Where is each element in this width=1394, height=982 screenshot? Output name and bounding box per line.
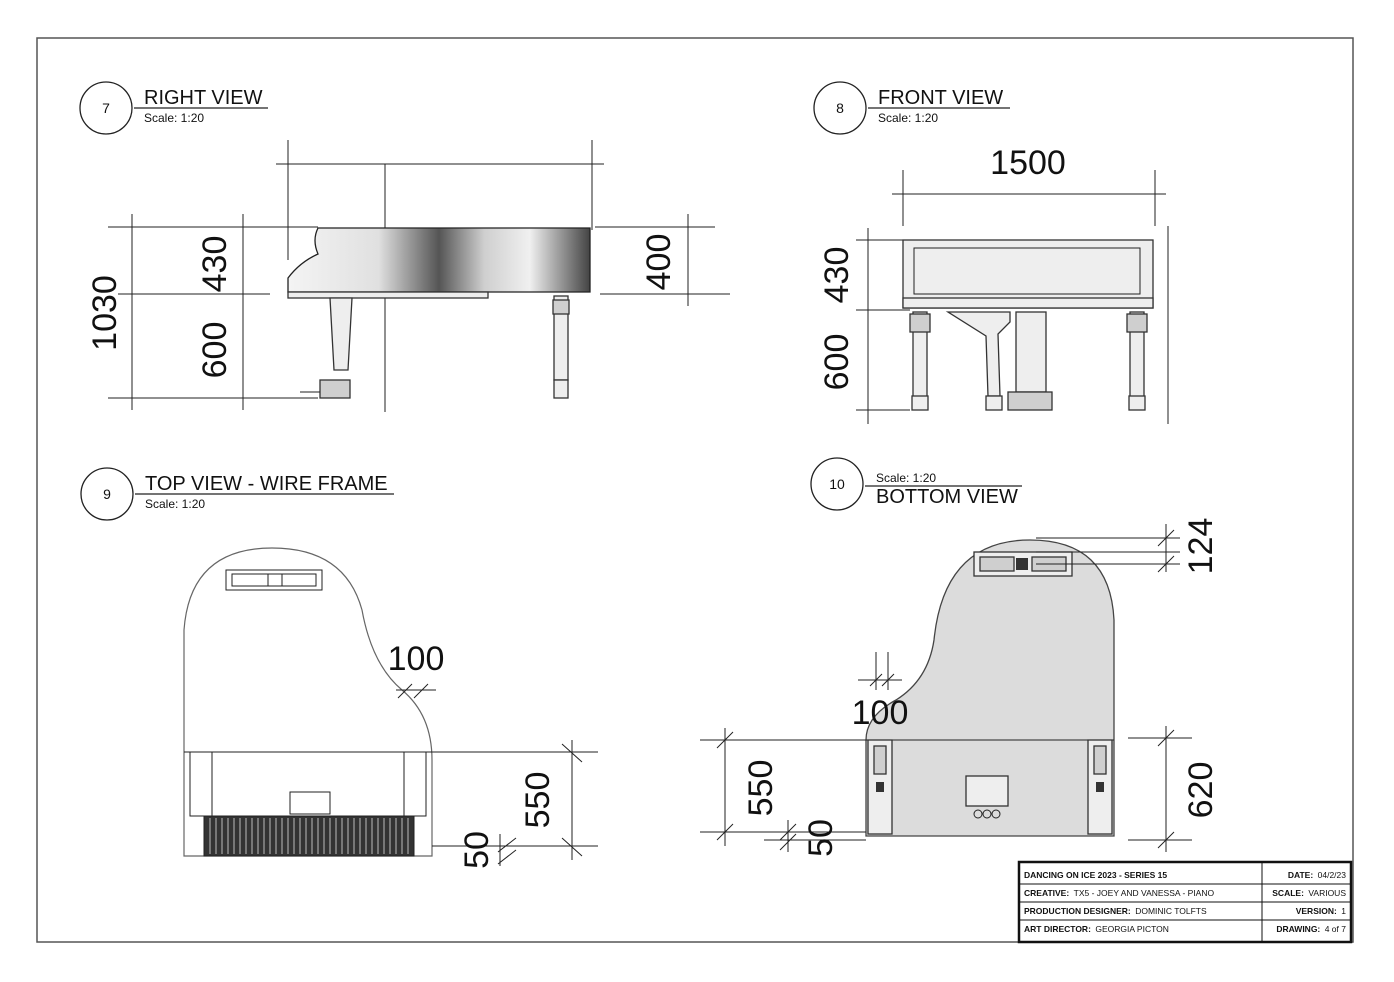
version-label: VERSION: [1296,906,1337,916]
dim-430: 430 [818,247,856,304]
view-number-circle [80,467,134,521]
scale-label: SCALE: [1272,888,1304,898]
view-scale: Scale: 1:20 [145,497,205,511]
view-title: RIGHT VIEW [144,87,263,109]
view-title: BOTTOM VIEW [876,486,1018,508]
view-number-circle [810,457,864,511]
piano-keyboard [203,815,415,857]
piano-front-leg [329,297,353,371]
scale-value: VARIOUS [1308,888,1346,898]
view-scale: Scale: 1:20 [144,111,204,125]
art-director-label: ART DIRECTOR: [1024,924,1091,934]
view-number: 7 [102,100,110,116]
view-number: 10 [829,476,845,492]
dim-400: 400 [640,234,678,291]
title-block: DANCING ON ICE 2023 - SERIES 15 CREATIVE… [1017,860,1353,944]
dim-550: 550 [742,760,780,817]
piano-body-front [902,239,1154,309]
svg-text:SCALE: VARIOUS: SCALE: VARIOUS [1272,883,1346,900]
dim-100: 100 [388,640,445,678]
view-number-circle [79,81,133,135]
view-scale: Scale: 1:20 [878,111,938,125]
piano-pedal-lyre [1007,391,1053,411]
right-view: 7 RIGHT VIEW Scale: 1:20 1030 430 600 40… [79,81,730,412]
dim-1500: 1500 [990,144,1066,182]
creative-value: TX5 - JOEY AND VANESSA - PIANO [1074,888,1215,898]
svg-text:DATE: 04/2/23: DATE: 04/2/23 [1288,865,1346,882]
view-number: 9 [103,486,111,502]
dim-620: 620 [1182,762,1220,819]
bottom-view: 10 Scale: 1:20 BOTTOM VIEW 124 100 [700,457,1220,857]
date-value: 04/2/23 [1318,870,1347,880]
dim-600: 600 [818,334,856,391]
piano-outline-bottom [865,539,1115,837]
dim-430: 430 [196,236,234,293]
drawing-value: 4 of 7 [1325,924,1347,934]
view-number-circle [813,81,867,135]
view-scale: Scale: 1:20 [876,471,936,485]
version-value: 1 [1341,906,1346,916]
view-number: 8 [836,100,844,116]
svg-text:PRODUCTION DESIGNER: DOMINIC T: PRODUCTION DESIGNER: DOMINIC TOLFTS [1024,901,1207,918]
dim-600: 600 [196,322,234,379]
view-title: TOP VIEW - WIRE FRAME [145,473,388,495]
dim-1030: 1030 [86,275,124,351]
piano-pedal-bottom [965,775,1009,807]
view-title: FRONT VIEW [878,87,1003,109]
front-view: 8 FRONT VIEW Scale: 1:20 1500 430 600 [813,81,1169,424]
art-director-value: GEORGIA PICTON [1095,924,1169,934]
drawing-label: DRAWING: [1276,924,1320,934]
project-name: DANCING ON ICE 2023 - SERIES 15 [1024,870,1167,880]
top-view: 9 TOP VIEW - WIRE FRAME Scale: 1:20 100 … [80,467,598,869]
date-label: DATE: [1288,870,1314,880]
dim-50: 50 [458,831,496,869]
sheet-border [36,37,1354,943]
piano-body-side [287,227,591,293]
dim-50: 50 [802,819,840,857]
creative-label: CREATIVE: [1024,888,1069,898]
svg-text:VERSION: 1: VERSION: 1 [1296,901,1347,918]
dim-550: 550 [519,772,557,829]
svg-text:DRAWING: 4 of 7: DRAWING: 4 of 7 [1276,919,1346,936]
svg-text:ART DIRECTOR: GEORGIA PICTON: ART DIRECTOR: GEORGIA PICTON [1024,919,1169,936]
dim-124: 124 [1182,518,1220,575]
designer-value: DOMINIC TOLFTS [1135,906,1207,916]
designer-label: PRODUCTION DESIGNER: [1024,906,1131,916]
piano-outline-top [183,547,433,857]
svg-text:CREATIVE: TX5 - JOEY AND VANES: CREATIVE: TX5 - JOEY AND VANESSA - PIANO [1024,883,1214,900]
piano-pedal-box [319,379,351,399]
dim-100: 100 [852,694,909,732]
